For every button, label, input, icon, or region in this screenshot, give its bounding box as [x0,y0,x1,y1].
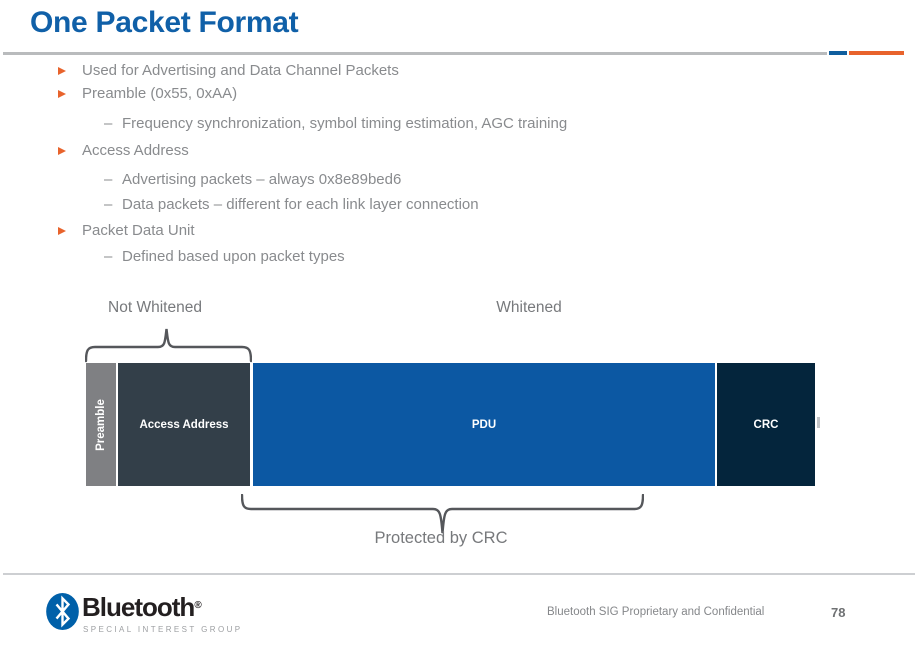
bullet-item: – Data packets – different for each link… [0,194,918,216]
logo-subtitle: SPECIAL INTEREST GROUP [83,625,243,634]
block-preamble-label: Preamble [95,398,107,451]
bluetooth-icon [46,593,79,630]
bullet-dash-marker: – [104,115,113,132]
bullet-item: Preamble (0x55, 0xAA) [0,83,918,105]
logo-wordmark: Bluetooth® [82,592,202,622]
bullet-item: Used for Advertising and Data Channel Pa… [0,60,918,82]
protected-by-crc-label: Protected by CRC [374,529,508,547]
header-rule-orange-accent [849,51,904,55]
bullet-text: Defined based upon packet types [122,248,345,265]
bullet-text: Used for Advertising and Data Channel Pa… [82,62,399,79]
bullet-item: Packet Data Unit [0,220,918,242]
bullet-dash-marker: – [104,196,113,213]
bullet-text: Advertising packets – always 0x8e89bed6 [122,171,402,188]
bluetooth-sig-logo: Bluetooth® SPECIAL INTEREST GROUP [46,592,286,640]
header-rule-gray [3,52,827,55]
block-crc: CRC [717,363,815,486]
block-pdu-label: PDU [471,418,497,431]
bullet-item: – Defined based upon packet types [0,246,918,268]
bullet-dash-marker: – [104,171,113,188]
whitened-label: Whitened [496,299,562,316]
bullet-arrow-icon [58,147,66,155]
bullet-item: – Advertising packets – always 0x8e89bed… [0,169,918,191]
confidentiality-text: Bluetooth SIG Proprietary and Confidenti… [547,606,765,618]
registered-mark: ® [194,600,202,611]
page-title: One Packet Format [30,6,299,39]
bottom-brace [241,494,644,534]
bullet-item: – Frequency synchronization, symbol timi… [0,113,918,135]
bullet-text: Frequency synchronization, symbol timing… [122,115,568,132]
bullet-item: Access Address [0,140,918,162]
footer-divider [3,573,915,575]
edge-tick [817,417,820,428]
bullet-arrow-icon [58,227,66,235]
block-access-address: Access Address [118,363,250,486]
block-preamble: Preamble [86,363,116,486]
bullet-text: Preamble (0x55, 0xAA) [82,85,238,102]
page-number: 78 [831,605,846,620]
bullet-dash-marker: – [104,248,113,265]
bullet-arrow-icon [58,67,66,75]
bullet-text: Data packets – different for each link l… [122,196,479,213]
not-whitened-label: Not Whitened [108,299,202,316]
top-brace [85,328,252,363]
bullet-text: Access Address [82,142,189,159]
bullet-arrow-icon [58,90,66,98]
block-crc-label: CRC [753,418,779,431]
block-pdu: PDU [253,363,715,486]
block-access-address-label: Access Address [139,418,229,431]
bullet-text: Packet Data Unit [82,222,195,239]
header-rule-blue-accent [829,51,847,55]
